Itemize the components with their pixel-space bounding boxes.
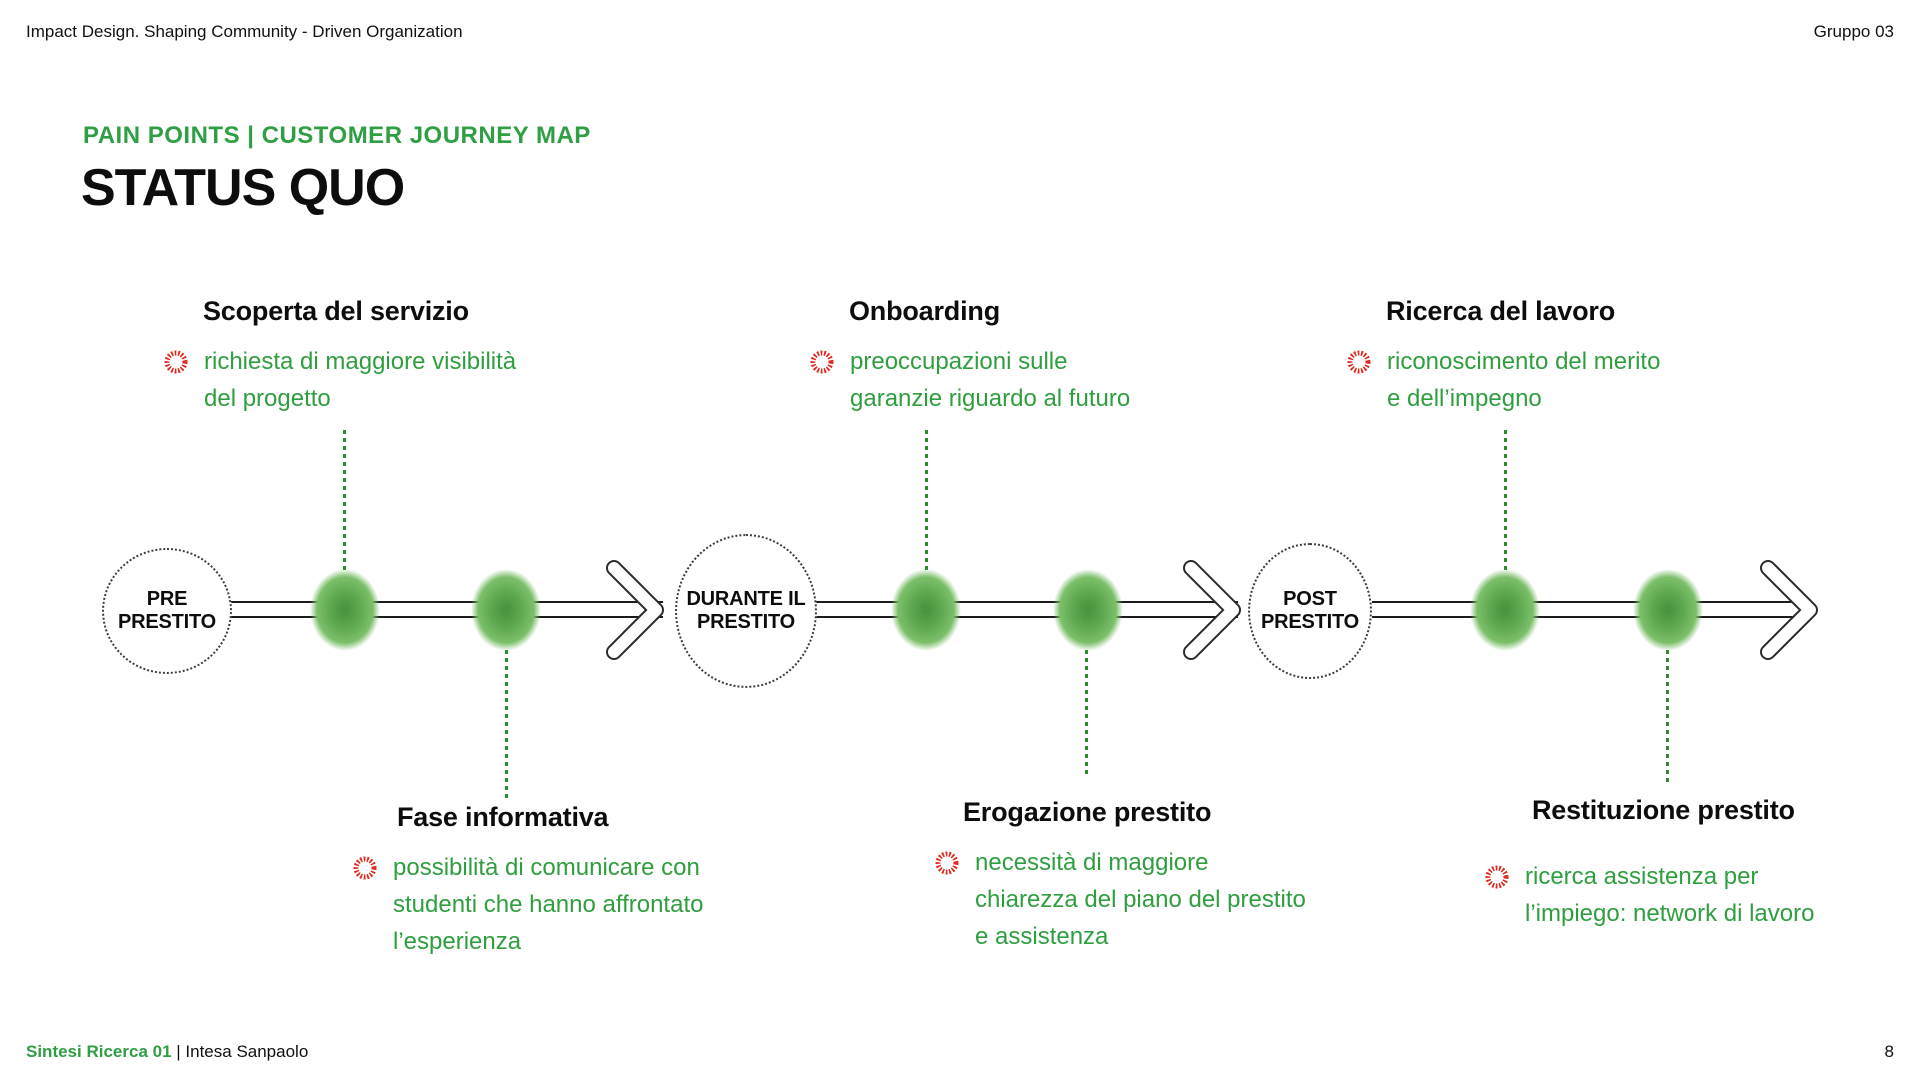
connector-line [343,430,346,572]
callout-heading: Onboarding [849,296,1000,326]
pain-point-text: necessità di maggiore chiarezza del pian… [975,849,1306,950]
stage-label: POST PRESTITO [1260,588,1360,633]
pain-point-icon [1485,865,1509,889]
journey-node [1470,569,1540,651]
pain-point-icon [164,350,188,374]
page-title: STATUS QUO [81,159,405,217]
stage-label: DURANTE IL PRESTITO [686,588,806,633]
footer-source-rest: | Intesa Sanpaolo [176,1042,309,1061]
journey-node [1053,569,1123,651]
callout-fase-informativa: Fase informativa possibilità di comunica… [352,802,832,960]
callout-scoperta: Scoperta del servizio richiesta di maggi… [163,296,643,417]
journey-node [310,569,380,651]
connector-line [1504,430,1507,572]
callout-erogazione: Erogazione prestito necessità di maggior… [934,797,1414,955]
stage-post-prestito: POST PRESTITO [1248,543,1372,679]
callout-ricerca-lavoro: Ricerca del lavoro riconoscimento del me… [1346,296,1806,417]
connector-line [1085,650,1088,778]
stage-pre-prestito: PRE PRESTITO [102,548,232,674]
callout-heading: Ricerca del lavoro [1386,296,1616,326]
journey-node [891,569,961,651]
timeline-track [816,616,1238,618]
pain-point-icon [1347,350,1371,374]
callout-restituzione: Restituzione prestito ricerca assistenza… [1484,795,1920,932]
journey-node [471,569,541,651]
pain-point-text: richiesta di maggiore visibilità del pro… [204,348,517,412]
section-kicker: PAIN POINTS | CUSTOMER JOURNEY MAP [83,122,591,149]
connector-line [505,650,508,800]
timeline-track [230,601,663,603]
timeline-track [816,601,1238,603]
pain-point-text: preoccupazioni sulle garanzie riguardo a… [850,348,1131,412]
pain-point-icon [935,851,959,875]
chevron-right-arrow-icon [1760,560,1818,660]
callout-onboarding: Onboarding preoccupazioni sulle garanzie… [809,296,1249,417]
footer-source-bold: Sintesi Ricerca 01 [26,1042,172,1061]
timeline-track [230,616,663,618]
timeline-track [1372,616,1812,618]
stage-durante-il-prestito: DURANTE IL PRESTITO [675,534,817,688]
group-label: Gruppo 03 [1813,22,1894,41]
pain-point-text: ricerca assistenza per l’impiego: networ… [1525,863,1815,927]
callout-heading: Restituzione prestito [1532,795,1795,825]
chevron-right-arrow-icon [606,560,664,660]
callout-heading: Erogazione prestito [963,797,1212,827]
pain-point-icon [810,350,834,374]
chevron-right-arrow-icon [1183,560,1241,660]
footer-source: Sintesi Ricerca 01 | Intesa Sanpaolo [26,1042,308,1062]
pain-point-text: riconoscimento del merito e dell’impegno [1387,348,1661,412]
pain-point-text: possibilità di comunicare con studenti c… [393,854,704,955]
pain-point-icon [353,856,377,880]
stage-label: PRE PRESTITO [117,588,217,633]
callout-heading: Fase informativa [397,802,609,832]
callout-heading: Scoperta del servizio [203,296,469,326]
journey-node [1633,569,1703,651]
connector-line [925,430,928,572]
connector-line [1666,650,1669,782]
page-number: 8 [1884,1042,1894,1061]
timeline-track [1372,601,1812,603]
slide-header-title: Impact Design. Shaping Community - Drive… [26,22,463,41]
